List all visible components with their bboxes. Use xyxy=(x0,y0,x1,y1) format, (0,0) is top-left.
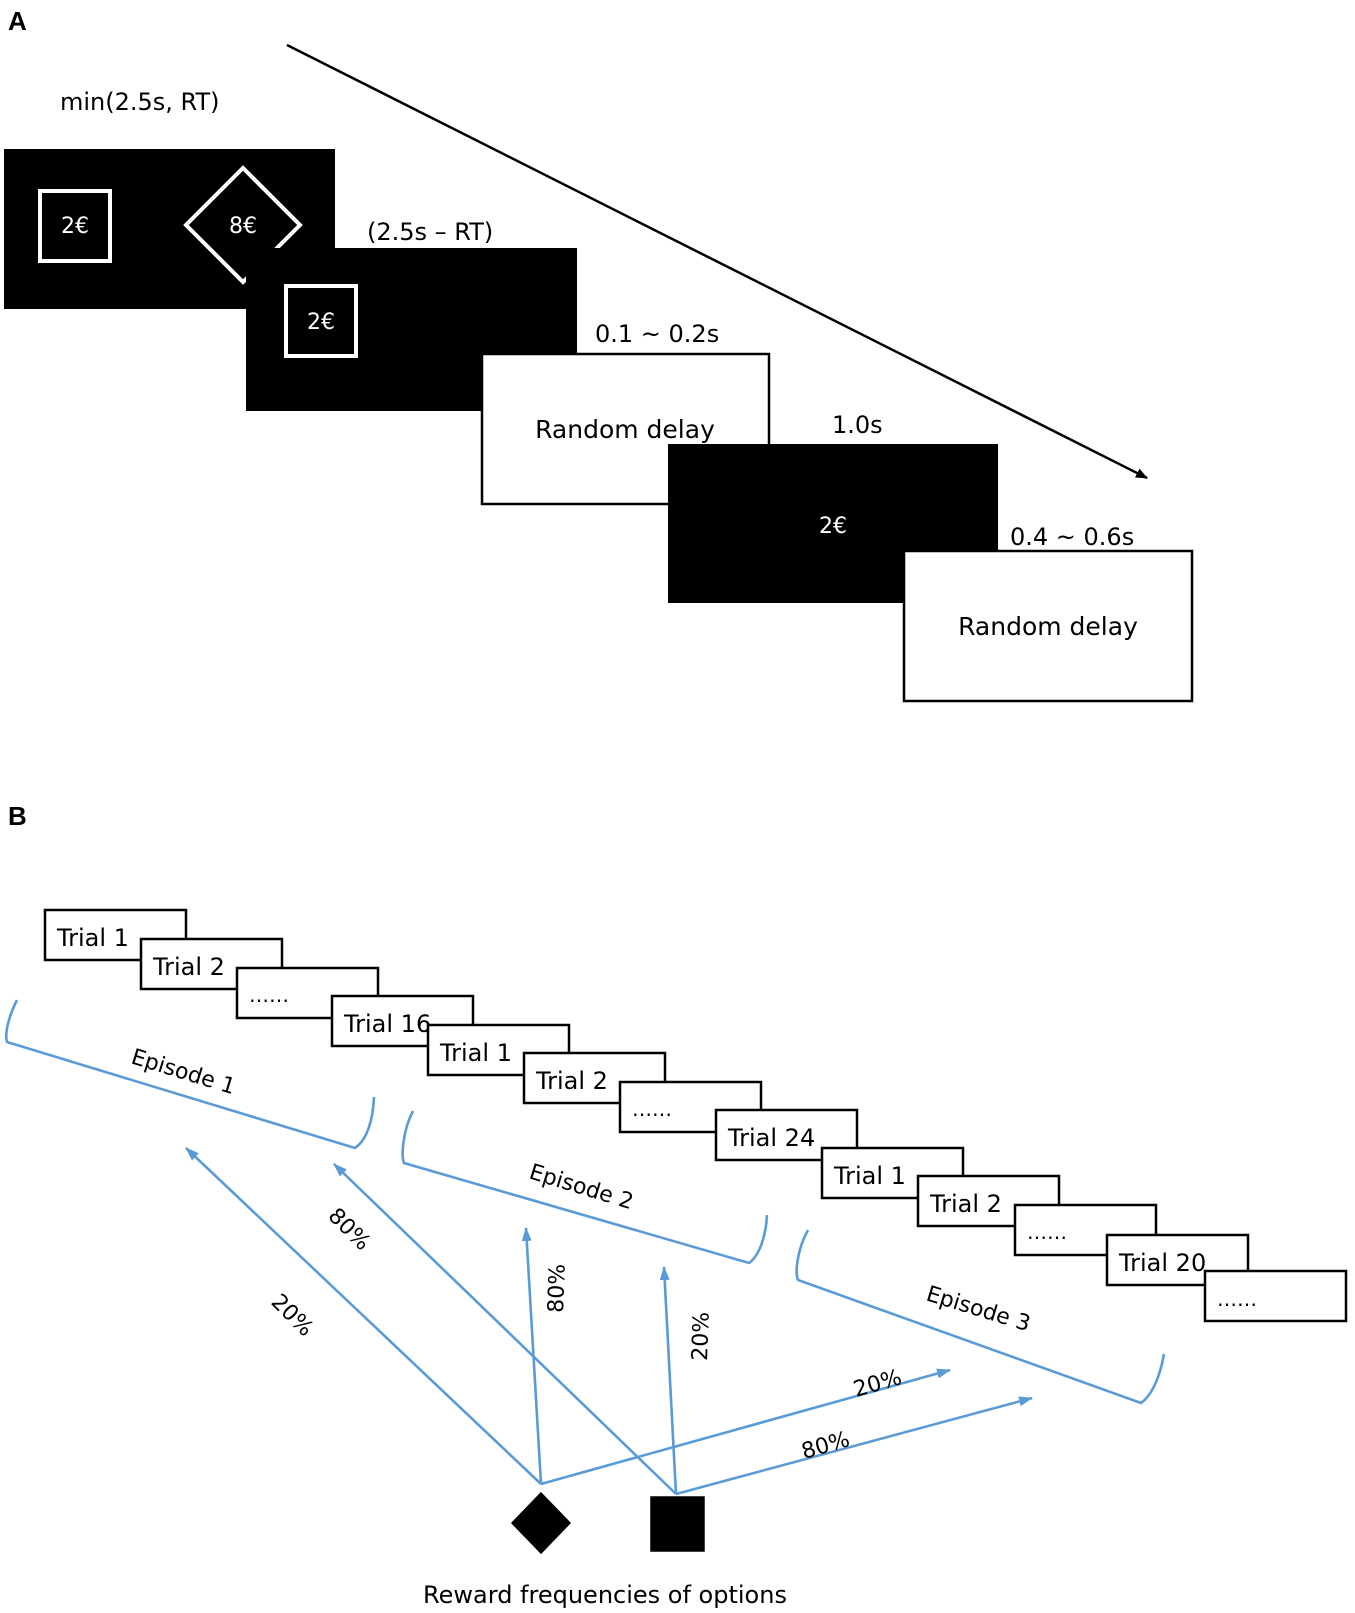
trial-label: Trial 16 xyxy=(343,1010,431,1038)
diamond-arrow-episode-1 xyxy=(185,1147,542,1485)
trial-label: Trial 1 xyxy=(439,1039,512,1067)
diamond-option-icon xyxy=(183,165,303,285)
diamond-freq-episode-3: 20% xyxy=(851,1365,905,1403)
diamond-option-value: 8€ xyxy=(229,214,257,239)
time-arrow xyxy=(286,43,1148,480)
delay-label-1: Random delay xyxy=(535,415,715,444)
episode-3-bracket xyxy=(795,1229,1166,1405)
trial-label: Trial 24 xyxy=(727,1124,815,1152)
timing-selected: (2.5s – RT) xyxy=(367,218,493,246)
trial-label: Trial 2 xyxy=(152,953,225,981)
trial-label: Trial 20 xyxy=(1118,1249,1206,1277)
trial-label: …… xyxy=(1027,1220,1067,1244)
square-arrow-episode-1 xyxy=(333,1163,677,1495)
selected-square-icon xyxy=(284,284,358,358)
square-option-icon xyxy=(650,1496,705,1552)
delay-screen-2 xyxy=(902,549,1194,703)
timing-choice: min(2.5s, RT) xyxy=(60,88,220,116)
square-freq-episode-2: 20% xyxy=(688,1311,715,1361)
episode-3-label: Episode 3 xyxy=(923,1282,1033,1337)
timing-delay-1: 0.1 ~ 0.2s xyxy=(595,320,719,348)
trial-sequence: Trial 1 Trial 2 …… Trial 16 Trial 1 Tria… xyxy=(43,908,1348,1323)
trial-label: …… xyxy=(1217,1287,1257,1311)
timing-delay-2: 0.4 ~ 0.6s xyxy=(1010,523,1134,551)
trial-label: Trial 1 xyxy=(56,924,129,952)
square-freq-episode-1: 80% xyxy=(323,1204,375,1256)
square-option-value: 2€ xyxy=(61,214,89,239)
episode-2-bracket xyxy=(401,1110,769,1265)
trial-label: …… xyxy=(632,1097,672,1121)
diamond-freq-episode-2: 80% xyxy=(544,1263,571,1313)
episode-1-label: Episode 1 xyxy=(128,1045,238,1100)
panel-b-label: B xyxy=(8,801,27,831)
trial-label: Trial 2 xyxy=(535,1067,608,1095)
episode-2-label: Episode 2 xyxy=(526,1160,636,1215)
outcome-value: 2€ xyxy=(819,514,847,539)
square-arrow-episode-3 xyxy=(675,1396,1033,1496)
trial-label: …… xyxy=(249,983,289,1007)
timing-outcome: 1.0s xyxy=(832,411,883,439)
square-option-icon xyxy=(38,189,112,263)
trial-label: Trial 2 xyxy=(929,1190,1002,1218)
diamond-arrow-episode-3 xyxy=(540,1368,951,1486)
options-caption: Reward frequencies of options xyxy=(423,1581,787,1609)
trial-label: Trial 1 xyxy=(833,1162,906,1190)
delay-label-2: Random delay xyxy=(958,612,1138,641)
trial-box xyxy=(1203,1269,1348,1323)
square-freq-episode-3: 80% xyxy=(799,1427,853,1465)
selected-value: 2€ xyxy=(307,310,335,335)
diamond-option-icon xyxy=(510,1491,572,1555)
square-arrow-episode-2 xyxy=(659,1266,678,1495)
panel-a-label: A xyxy=(8,6,27,36)
episode-1-bracket xyxy=(5,999,376,1150)
diamond-freq-episode-1: 20% xyxy=(266,1290,318,1342)
